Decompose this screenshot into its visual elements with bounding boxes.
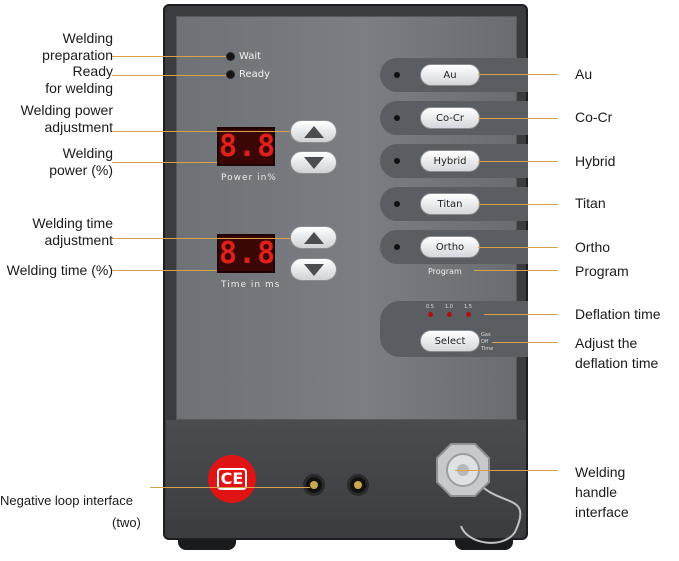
negative-loop-socket-1[interactable] [303, 474, 325, 496]
annotation-negative-loop: Negative loop interface [0, 493, 133, 508]
annotation-cocr: Co-Cr [575, 109, 613, 125]
leader-line-deflation [484, 314, 558, 315]
time-up-button[interactable] [290, 226, 337, 249]
ortho-button[interactable]: Ortho [420, 236, 480, 258]
leader-line-power-adjust [112, 131, 290, 132]
power-down-button[interactable] [290, 151, 337, 174]
leader-line-cocr [478, 118, 558, 119]
annotation-program: Program [575, 263, 629, 279]
arrow-down-icon [303, 263, 324, 276]
annotation-ready-for-welding: Ready for welding [45, 63, 113, 97]
power-display: 8.8 [217, 127, 277, 166]
wait-label: Wait [239, 51, 262, 62]
deflation-led-label-2: 1.0 [445, 304, 453, 310]
deflation-led-label-1: 0.5 [426, 304, 434, 310]
annotation-welding-preparation: Welding preparation [42, 30, 113, 64]
annotation-line: Ready [72, 63, 113, 79]
arrow-up-icon [303, 231, 324, 244]
annotation-au: Au [575, 66, 593, 82]
arrow-up-icon [303, 125, 324, 138]
annotation-line: adjustment [44, 119, 113, 135]
negative-loop-socket-2[interactable] [347, 474, 369, 496]
annotation-welding-handle: Welding handle interface [575, 462, 629, 522]
annotation-line: handle [575, 484, 618, 500]
leader-line-au [478, 74, 558, 75]
socket-pin-icon [310, 481, 318, 489]
annotation-line: for welding [45, 80, 113, 96]
annotation-line: adjustment [44, 232, 113, 248]
select-side-label-2: Off [481, 339, 489, 345]
annotation-welding-time: Welding time (%) [6, 262, 113, 278]
annotation-line: Welding [62, 145, 113, 161]
annotation-line: Welding [575, 464, 626, 480]
leader-line-wait [112, 56, 226, 57]
leader-line-time-display [112, 270, 217, 271]
annotation-line: Welding time [32, 215, 113, 231]
deflation-led-2 [447, 312, 452, 317]
ready-led [227, 71, 234, 78]
annotation-negative-loop-count: (two) [112, 515, 141, 530]
annotation-titan: Titan [575, 195, 606, 211]
annotation-line: preparation [42, 47, 113, 63]
annotation-welding-time-adjustment: Welding time adjustment [32, 215, 113, 249]
annotation-adjust-deflation: Adjust the deflation time [575, 333, 658, 373]
deflation-led-label-3: 1.5 [464, 304, 472, 310]
select-side-label-3: Time [481, 346, 494, 352]
annotation-deflation-time: Deflation time [575, 306, 661, 322]
leader-line-ortho [478, 247, 558, 248]
leader-line-power-display [112, 162, 217, 163]
annotation-line: deflation time [575, 355, 659, 371]
leader-line-hybrid [478, 161, 558, 162]
select-button[interactable]: Select [420, 330, 480, 352]
annotation-welding-power: Welding power (%) [49, 145, 113, 179]
leader-line-time-adjust [112, 238, 290, 239]
annotation-line: Adjust the [575, 335, 638, 351]
wait-led [227, 53, 234, 60]
au-led [394, 72, 400, 78]
time-display: 8.8 [217, 234, 277, 273]
hybrid-led [394, 158, 400, 164]
annotation-line: Welding [62, 30, 113, 46]
select-side-label-1: Gas [481, 332, 491, 338]
deflation-led-3 [466, 312, 471, 317]
power-display-label: Power in% [221, 173, 277, 183]
leader-line-welding-handle [455, 470, 558, 471]
welding-handle-connector-icon[interactable] [415, 440, 535, 550]
leader-line-program [474, 270, 558, 271]
annotation-line: power (%) [49, 162, 113, 178]
annotation-ortho: Ortho [575, 239, 611, 255]
au-button[interactable]: Au [420, 64, 480, 86]
ortho-led [394, 244, 400, 250]
leader-line-titan [478, 204, 558, 205]
leader-line-negative-loop [150, 487, 310, 488]
annotation-line: interface [575, 504, 629, 520]
titan-led [394, 201, 400, 207]
arrow-down-icon [303, 156, 324, 169]
program-label: Program [428, 267, 462, 276]
annotation-hybrid: Hybrid [575, 153, 616, 169]
deflation-led-1 [428, 312, 433, 317]
cocr-button[interactable]: Co-Cr [420, 107, 480, 129]
time-down-button[interactable] [290, 258, 337, 281]
annotation-welding-power-adjustment: Welding power adjustment [21, 102, 113, 136]
hybrid-button[interactable]: Hybrid [420, 150, 480, 172]
time-display-label: Time in ms [221, 280, 281, 290]
socket-pin-icon [354, 481, 362, 489]
leader-line-adjust-deflation [492, 342, 558, 343]
leader-line-ready [112, 75, 226, 76]
cocr-led [394, 115, 400, 121]
annotation-line: Welding power [20, 102, 113, 118]
power-up-button[interactable] [290, 120, 337, 143]
ce-mark-text: CE [216, 468, 248, 490]
ready-label: Ready [239, 69, 271, 80]
titan-button[interactable]: Titan [420, 193, 480, 215]
ce-mark-badge: CE [208, 455, 256, 503]
